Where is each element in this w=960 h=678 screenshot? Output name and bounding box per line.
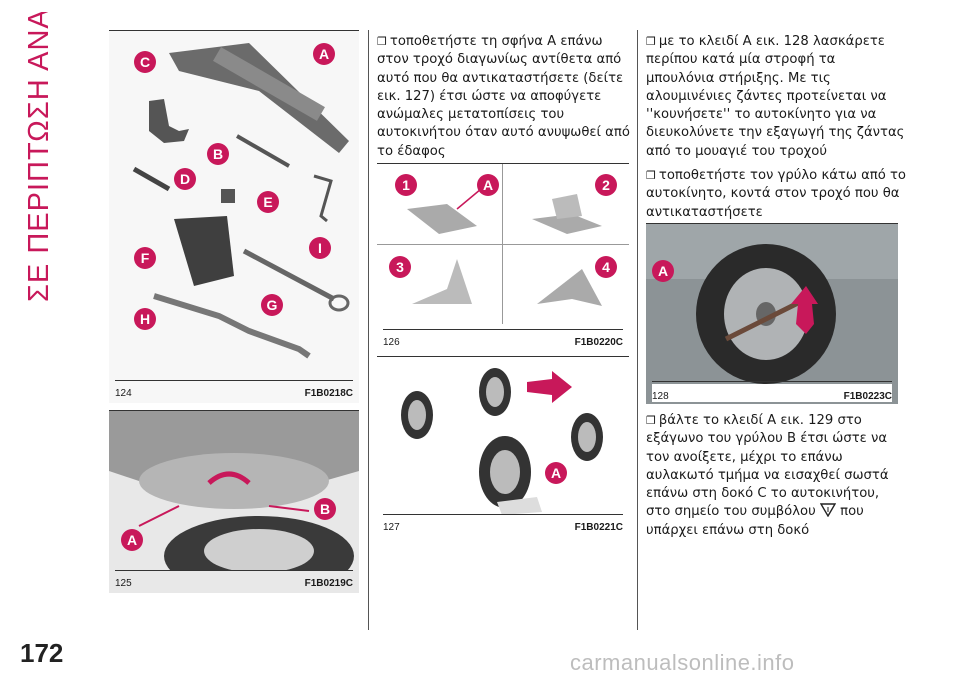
instruction-text: ❒με το κλειδί A εικ. 128 λασκάρετε περίπ… [646,33,906,228]
label-3: 3 [389,256,411,278]
page-number: 172 [20,638,64,668]
label-H: H [134,308,156,330]
column-divider [637,30,638,630]
caption-rule [115,380,353,381]
figure-number: 125 [115,578,132,589]
checkbox-icon: ❒ [646,414,656,427]
checkbox-icon: ❒ [377,35,387,48]
caption-rule [115,570,353,571]
caption-rule [383,329,623,330]
label-A: A [477,174,499,196]
instruction-text: ❒τοποθετήστε τη σφήνα A επάνω στον τροχό… [377,33,632,167]
label-A: A [652,260,674,282]
checkbox-icon: ❒ [646,169,656,183]
figure-code: F1B0219C [304,578,353,589]
section-title: ΣΕ ΠΕΡΙΠΤΩΣΗ ΑΝΑΓΚΗΣ [23,12,55,302]
instruction-item: ❒τοποθετήστε τη σφήνα A επάνω στον τροχό… [377,34,630,159]
watermark: carmanualsonline.info [570,650,795,675]
instruction-item: ❒βάλτε το κλειδί A εικ. 129 στο εξάγωνο … [646,413,889,538]
label-F: F [134,247,156,269]
figure-number: 126 [383,337,400,348]
trunk-spare-wheel-illustration [109,411,359,571]
svg-text:ΣΕ ΠΕΡΙΠΤΩΣΗ ΑΝΑΓΚΗΣ: ΣΕ ΠΕΡΙΠΤΩΣΗ ΑΝΑΓΚΗΣ [23,12,55,302]
label-C: C [134,51,156,73]
label-B: B [207,143,229,165]
figure-127: A 127 F1B0221C [377,356,629,537]
label-I: I [309,237,331,259]
instruction-text: ❒βάλτε το κλειδί A εικ. 129 στο εξάγωνο … [646,412,906,546]
instruction-item: ❒τοποθετήστε τον γρύλο κάτω από το αυτοκ… [646,168,906,220]
label-1: 1 [395,174,417,196]
checkbox-icon: ❒ [646,35,656,48]
figure-126: 1 A 2 3 4 126 F1B0220C [377,163,629,352]
wheel-wrench-illustration [646,224,898,384]
jack-tools-illustration [132,43,350,359]
label-B: B [314,498,336,520]
figure-code: F1B0220C [574,337,623,348]
figure-code: F1B0223C [843,391,892,402]
label-E: E [257,191,279,213]
caption-rule [652,381,892,382]
figure-code: F1B0218C [304,388,353,399]
label-A: A [121,529,143,551]
column-divider [368,30,369,630]
triangle-symbol-icon [819,503,837,518]
label-D: D [174,168,196,190]
label-4: 4 [595,256,617,278]
figure-number: 128 [652,391,669,402]
grid-hline [377,244,629,245]
caption-rule [383,514,623,515]
figure-124: C A B D E I F G H 124 F1B0218C [109,30,359,403]
figure-128: A 128 F1B0223C [646,223,898,404]
figure-number: 127 [383,522,400,533]
label-G: G [261,294,283,316]
figure-number: 124 [115,388,132,399]
label-A: A [545,462,567,484]
instruction-item: ❒με το κλειδί A εικ. 128 λασκάρετε περίπ… [646,34,905,159]
figure-code: F1B0221C [574,522,623,533]
label-A: A [313,43,335,65]
label-2: 2 [595,174,617,196]
figure-125: B A 125 F1B0219C [109,410,359,593]
figure-caption: 128 F1B0223C [652,384,892,402]
wheels-diagonal-illustration [401,368,603,515]
